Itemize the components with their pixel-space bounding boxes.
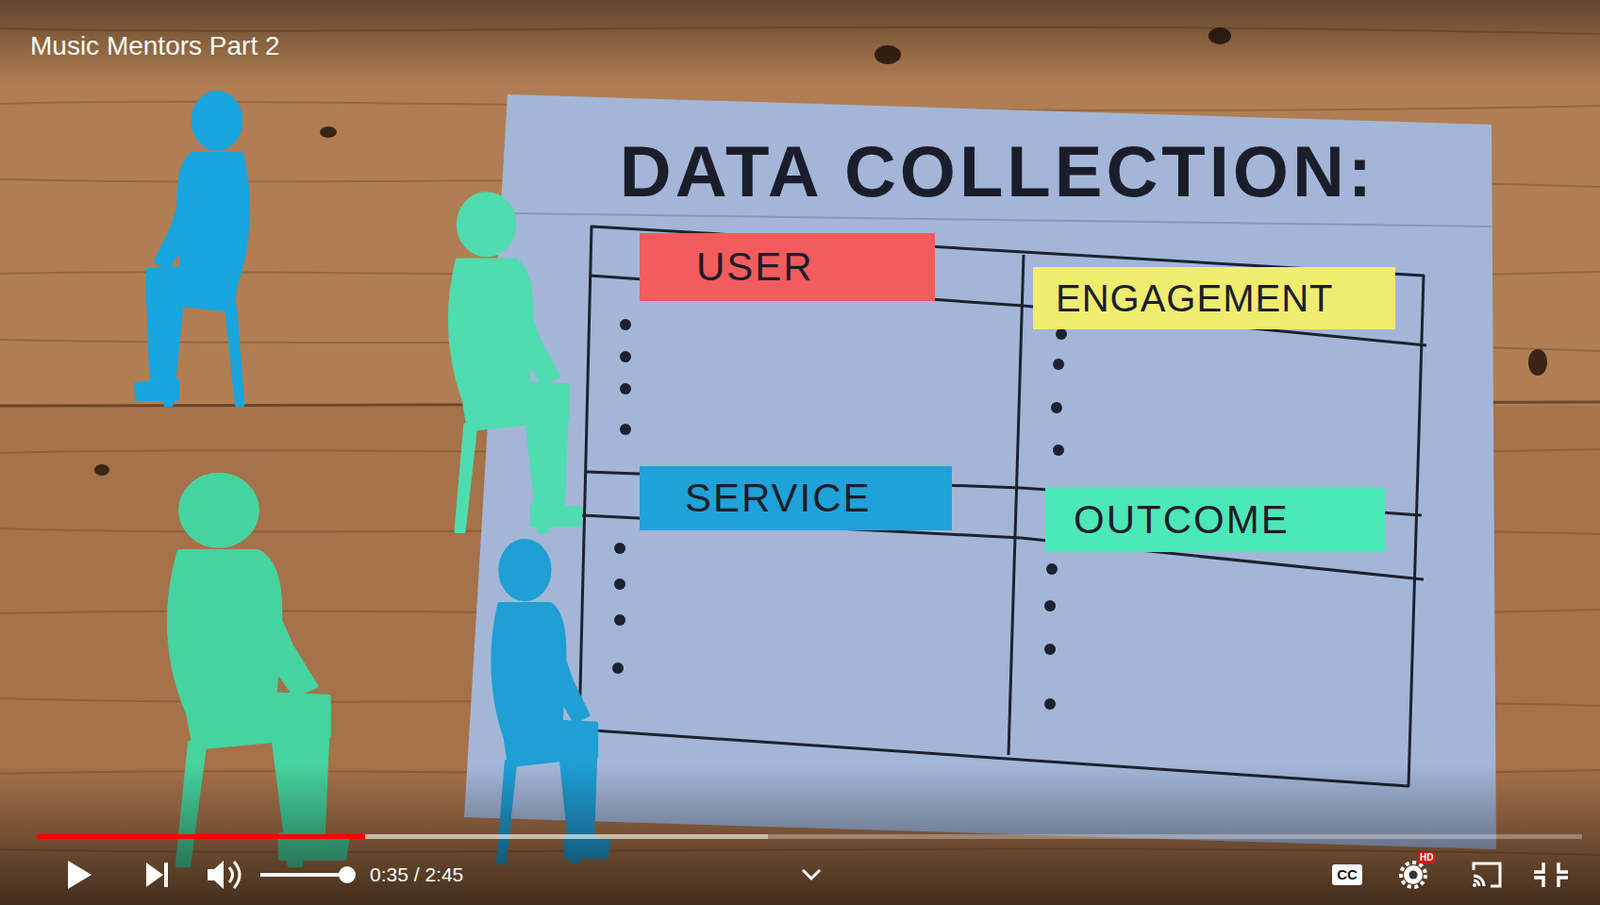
table-grid [579,226,1427,786]
circle-part [619,350,632,363]
chevron-icon [802,869,820,879]
volume-knob [338,866,356,884]
gear-hole [1409,870,1418,880]
bottom-shade [0,764,1600,905]
time-display: 0:35 / 2:45 [369,863,464,886]
paper-fold [507,213,1492,227]
circle-part [614,614,626,626]
paper-sheet: DATA COLLECTION: USER ENGAGEMENT SERVICE OUT… [500,94,1496,845]
circle-part [614,542,626,554]
next-icon-bar [164,862,168,887]
top-shade [0,0,1600,85]
progress-played [36,833,366,839]
hd-badge: HD [1417,851,1435,864]
cast-dot [1472,883,1477,887]
category-tag: OUTCOME [1045,487,1385,552]
ellipse-part [94,464,110,476]
cast-icon [1473,863,1500,886]
ellipse-part [319,126,337,138]
seated-person [135,92,249,405]
tag-label: SERVICE [684,476,872,520]
paper-sheet [464,94,1497,850]
bullet-dots [612,318,1067,710]
cc-button: CC [1332,864,1363,884]
circle-part [619,423,632,435]
gear-icon [1403,865,1423,884]
circle-part [1046,563,1058,575]
circle-part [1044,698,1056,710]
video-title: Music Mentors Part 2 [30,31,281,62]
circle-part [1044,643,1056,655]
volume-waves [229,861,240,888]
circle-part [612,662,624,674]
seated-person [450,193,581,531]
gear-teeth [1400,862,1426,887]
circle-part [1052,358,1065,370]
tag-label: ENGAGEMENT [1055,277,1334,319]
play-icon [67,860,92,889]
category-tag: USER [639,233,935,301]
circle-part [1052,444,1065,456]
circle-part [1050,401,1063,414]
circle-part [619,318,632,331]
path-part [579,226,1424,786]
fullscreen-exit-icon [1533,862,1568,887]
category-tag: ENGAGEMENT [1033,266,1396,330]
circle-part [1044,600,1056,612]
tag-label: USER [696,245,815,289]
circle-part [1055,328,1067,340]
tag-label: OUTCOME [1073,498,1290,542]
circle-part [619,383,632,395]
ellipse-part [1528,349,1548,376]
sheet-heading: DATA COLLECTION: [500,132,1496,212]
progress-buffer [36,833,768,839]
cast-waves [1473,875,1484,886]
category-tag: SERVICE [639,466,952,531]
path-part [1008,254,1024,755]
progress-track [36,833,1583,839]
circle-part [614,578,626,590]
next-icon [146,862,164,887]
volume-icon [207,860,224,889]
volume-slider [260,872,348,877]
